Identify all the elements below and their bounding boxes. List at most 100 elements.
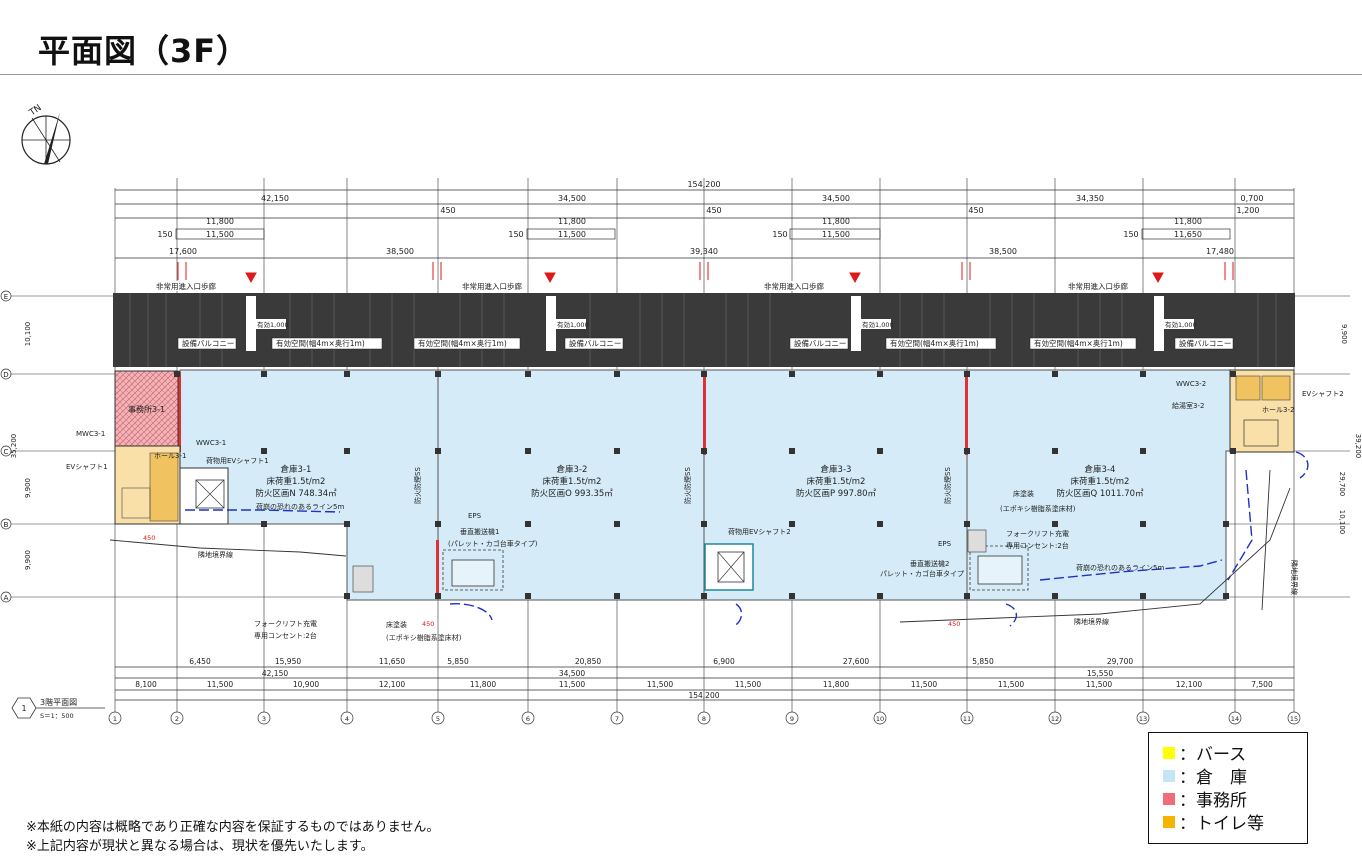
svg-text:11,500: 11,500 [206,230,234,239]
svg-text:隣地境界線: 隣地境界線 [198,550,233,559]
svg-text:7: 7 [615,715,619,723]
warehouse-3-name: 倉庫3-3 [821,464,852,475]
svg-text:WWC3-2: WWC3-2 [1176,380,1206,388]
svg-text:11,800: 11,800 [822,217,850,226]
legend-swatch-toilet [1163,815,1175,828]
svg-text:11,800: 11,800 [558,217,586,226]
svg-text:床塗装: 床塗装 [386,620,407,629]
svg-text:隣地境界線: 隣地境界線 [1074,617,1109,626]
structural-columns [174,371,1236,599]
svg-text:EPS: EPS [938,540,952,548]
svg-text:S＝1：500: S＝1：500 [40,712,74,720]
svg-text:床塗装: 床塗装 [1013,489,1034,498]
svg-text:非常用進入口歩廊: 非常用進入口歩廊 [156,281,216,291]
svg-text:11,500: 11,500 [1086,680,1112,689]
svg-text:11,500: 11,500 [822,230,850,239]
svg-text:設備バルコニー: 設備バルコニー [182,338,234,348]
svg-text:3: 3 [262,715,266,723]
svg-text:設備バルコニー: 設備バルコニー [1179,338,1231,348]
svg-text:20,850: 20,850 [575,657,601,666]
svg-text:非常用進入口歩廊: 非常用進入口歩廊 [764,281,824,291]
svg-text:150: 150 [1123,230,1138,239]
svg-text:設備バルコニー: 設備バルコニー [794,338,846,348]
svg-text:5,850: 5,850 [447,657,469,666]
svg-text:9,900: 9,900 [24,478,32,498]
svg-text:11,650: 11,650 [1174,230,1202,239]
svg-text:有効1,000: 有効1,000 [1165,320,1197,329]
svg-text:12,100: 12,100 [1176,680,1202,689]
svg-text:WWC3-1: WWC3-1 [196,439,226,447]
svg-text:11,800: 11,800 [470,680,496,689]
warehouse-4-name: 倉庫3-4 [1085,464,1116,475]
svg-text:11,800: 11,800 [823,680,849,689]
svg-text:フォークリフト充電: フォークリフト充電 [1006,529,1069,538]
svg-text:防火区画O 993.35㎡: 防火区画O 993.35㎡ [531,488,613,499]
svg-text:34,500: 34,500 [558,194,586,203]
svg-text:床荷重1.5t/m2: 床荷重1.5t/m2 [807,476,866,487]
svg-text:27,600: 27,600 [843,657,869,666]
warehouse-1-name: 倉庫3-1 [281,464,312,475]
svg-text:12: 12 [1051,715,1059,723]
svg-text:防火区画Q 1011.70㎡: 防火区画Q 1011.70㎡ [1056,488,1144,499]
svg-text:防火防煙SS: 防火防煙SS [683,467,692,504]
svg-text:有効空間(幅4m×奥行1m): 有効空間(幅4m×奥行1m) [890,338,979,348]
svg-text:35,200: 35,200 [10,434,18,459]
svg-text:12,100: 12,100 [379,680,405,689]
svg-text:0,700: 0,700 [1241,194,1264,203]
svg-text:10,100: 10,100 [1338,510,1346,535]
svg-text:39,340: 39,340 [690,247,718,256]
svg-text:E: E [4,293,8,301]
svg-text:荷物用EVシャフト2: 荷物用EVシャフト2 [728,527,791,536]
svg-text:有効1,000: 有効1,000 [557,320,589,329]
color-legend: ：バース ：倉 庫 ：事務所 ：トイレ等 [1148,732,1308,844]
svg-text:6,900: 6,900 [713,657,735,666]
svg-text:非常用進入口歩廊: 非常用進入口歩廊 [462,281,522,291]
svg-text:非常用進入口歩廊: 非常用進入口歩廊 [1068,281,1128,291]
svg-text:有効空間(幅4m×奥行1m): 有効空間(幅4m×奥行1m) [276,338,365,348]
legend-swatch-berth [1163,746,1175,759]
svg-text:荷物用EVシャフト1: 荷物用EVシャフト1 [206,456,269,465]
svg-text:ホール3-2: ホール3-2 [1262,406,1294,414]
svg-text:4: 4 [345,715,349,723]
svg-text:フォークリフト充電: フォークリフト充電 [254,619,317,628]
svg-text:C: C [4,448,9,456]
svg-text:15: 15 [1290,715,1298,723]
svg-text:有効空間(幅4m×奥行1m): 有効空間(幅4m×奥行1m) [418,338,507,348]
svg-text:150: 150 [772,230,787,239]
svg-text:EVシャフト2: EVシャフト2 [1302,390,1344,398]
svg-text:450: 450 [143,534,155,542]
svg-text:10,900: 10,900 [293,680,319,689]
svg-text:10,100: 10,100 [24,322,32,347]
svg-text:7,500: 7,500 [1251,680,1273,689]
svg-text:垂直搬送機1: 垂直搬送機1 [460,527,499,536]
svg-text:8: 8 [702,715,706,723]
svg-text:給湯室3-2: 給湯室3-2 [1172,401,1204,410]
svg-text:荷崩の恐れのあるライン5m: 荷崩の恐れのあるライン5m [1076,563,1164,572]
svg-text:11,800: 11,800 [206,217,234,226]
svg-text:専用コンセント:2台: 専用コンセント:2台 [1006,541,1069,550]
svg-text:450: 450 [948,620,960,628]
svg-text:450: 450 [440,206,455,215]
svg-text:34,500: 34,500 [822,194,850,203]
svg-text:垂直搬送機2: 垂直搬送機2 [910,559,949,568]
svg-text:3階平面図: 3階平面図 [40,697,77,707]
svg-text:11,500: 11,500 [998,680,1024,689]
legend-item-office: ：事務所 [1163,787,1307,811]
svg-text:2: 2 [175,715,179,723]
svg-text:17,480: 17,480 [1206,247,1234,256]
svg-text:17,600: 17,600 [169,247,197,256]
svg-text:8,100: 8,100 [135,680,157,689]
svg-text:5,850: 5,850 [972,657,994,666]
svg-text:(パレット・カゴ台車タイプ): (パレット・カゴ台車タイプ) [448,539,538,548]
legend-swatch-warehouse [1163,769,1175,782]
disclaimer-note-1: ※本紙の内容は概略であり正確な内容を保証するものではありません。 [26,820,440,835]
svg-text:11,800: 11,800 [1174,217,1202,226]
svg-text:154,200: 154,200 [688,691,719,700]
disclaimer-notes: ※本紙の内容は概略であり正確な内容を保証するものではありません。 ※上記内容が現… [26,818,439,856]
svg-text:防火防煙SS: 防火防煙SS [943,467,952,504]
svg-text:EVシャフト1: EVシャフト1 [66,463,108,471]
svg-text:29,700: 29,700 [1338,472,1346,497]
svg-text:有効1,000: 有効1,000 [257,320,289,329]
svg-text:450: 450 [968,206,983,215]
legend-item-toilet: ：トイレ等 [1163,810,1307,834]
